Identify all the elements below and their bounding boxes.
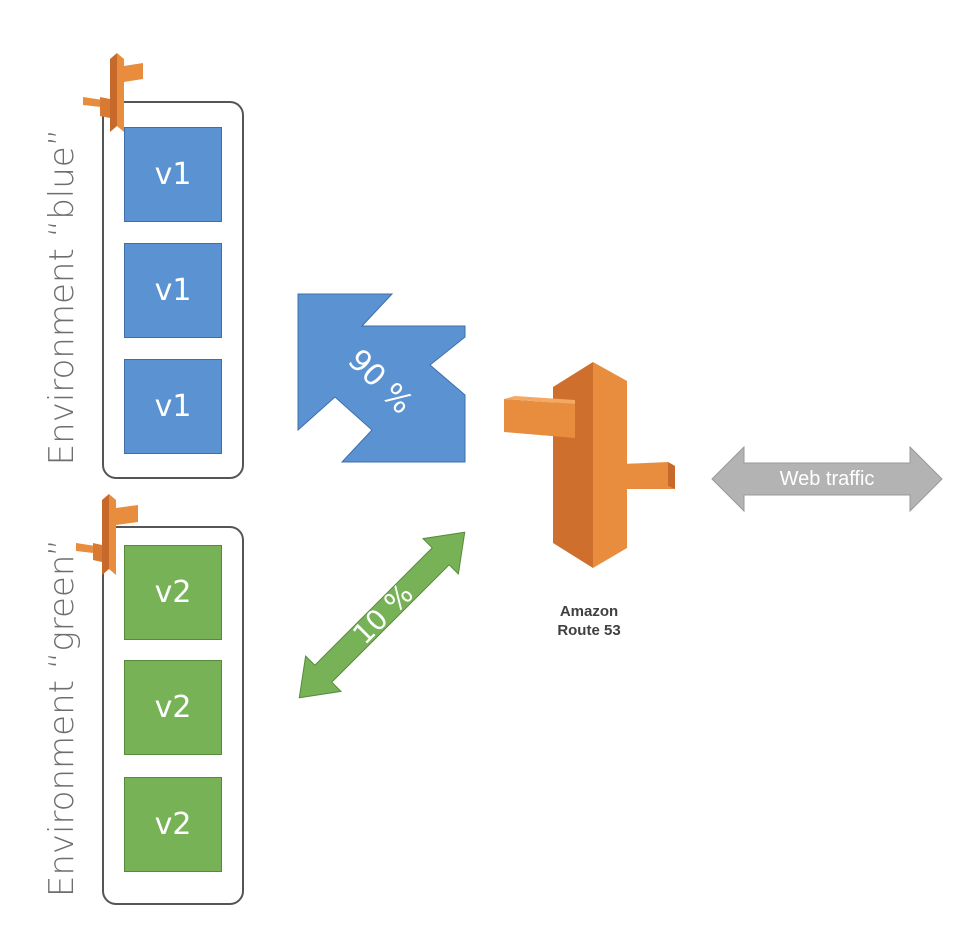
- route53-small-icon-blue: [83, 53, 143, 132]
- green-instance-2: v2: [124, 660, 222, 755]
- blue-traffic-arrow: [297, 293, 466, 463]
- blue-instance-1: v1: [124, 127, 222, 222]
- web-traffic-label: Web traffic: [779, 468, 875, 490]
- route53-label: Amazon Route 53: [539, 602, 639, 640]
- green-traffic-arrow: [298, 531, 466, 699]
- blue-instance-3: v1: [124, 359, 222, 454]
- route53-label-line2: Route 53: [557, 622, 621, 639]
- web-traffic-arrow: [711, 445, 943, 513]
- route53-icon: [504, 362, 675, 568]
- blue-instance-2: v1: [124, 243, 222, 338]
- route53-label-line1: Amazon: [559, 603, 619, 620]
- green-instance-3: v2: [124, 777, 222, 872]
- green-instance-1: v2: [124, 545, 222, 640]
- route53-small-icon-green: [76, 494, 138, 575]
